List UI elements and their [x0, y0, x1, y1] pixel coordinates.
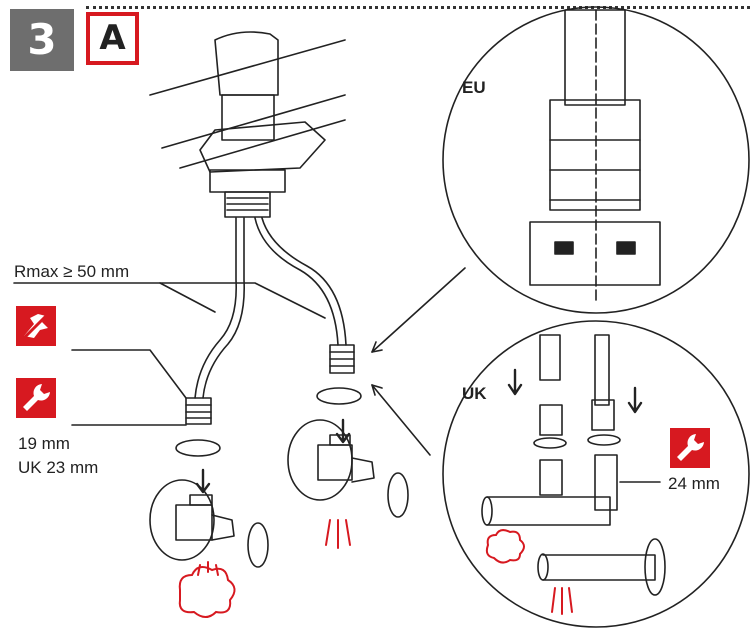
hose-left: [202, 217, 245, 399]
eu-seal: [554, 241, 574, 255]
countertop-line: [179, 119, 346, 169]
mounting-bracket: [199, 121, 326, 173]
callout-arrow: [371, 267, 466, 353]
hose-left: [194, 217, 237, 399]
down-arrow: [335, 418, 351, 444]
countertop-line: [161, 94, 346, 149]
detail-uk-label: UK: [462, 384, 487, 403]
leak-drips: [197, 561, 219, 576]
uk-down-arrow: [507, 368, 523, 396]
threaded-shank: [224, 191, 271, 218]
uk-hose-left: [539, 334, 561, 381]
header-dotted-rule: [86, 6, 750, 9]
wrench-icon-detail: [670, 428, 710, 468]
eu-hose: [564, 9, 626, 106]
uk-escutcheon: [644, 538, 666, 596]
leak-cloud-small: [485, 529, 525, 564]
valve-body-right: [317, 444, 353, 481]
valve-escutcheon-left: [149, 479, 215, 561]
wrench-icon: [16, 378, 56, 418]
leader-line: [71, 349, 187, 399]
leader-line: [13, 282, 326, 319]
variant-label: A: [86, 12, 139, 65]
detail-circle-uk: [442, 320, 750, 628]
rotation-arrow: [175, 439, 221, 457]
uk-down-arrow: [627, 386, 643, 414]
detail-circle-eu: [442, 6, 750, 314]
rotation-arrow: [587, 434, 621, 446]
uk-pipe-lower: [542, 554, 656, 581]
shank-thread: [226, 197, 269, 211]
countertop-line: [149, 39, 346, 96]
leak-cloud: [178, 565, 236, 618]
valve-outlet-right: [329, 434, 351, 446]
rotation-arrow: [387, 472, 409, 518]
valve-spindle-left: [211, 514, 235, 541]
hand-tighten-icon: [16, 306, 56, 346]
valve-outlet-left: [189, 494, 213, 506]
valve-escutcheon-right: [287, 419, 353, 501]
hose-right: [261, 217, 347, 346]
water-spray: [551, 587, 573, 615]
rotation-arrow: [533, 437, 567, 449]
mounting-nut: [209, 169, 286, 193]
callout-arrow: [371, 384, 431, 456]
wrench-size-label: 19 mm: [18, 434, 70, 453]
hose-length-label: Rmax ≥ 50 mm: [14, 262, 130, 281]
eu-nut: [529, 221, 661, 286]
faucet-body: [214, 31, 279, 96]
detail-eu-label: EU: [462, 78, 486, 97]
wrench-size-uk-label: UK 23 mm: [18, 458, 99, 477]
faucet-neck: [221, 94, 275, 141]
uk-pipe-upper: [486, 496, 611, 526]
hose-nut-left: [185, 397, 212, 425]
valve-spindle-right: [351, 457, 375, 483]
eu-seal: [616, 241, 636, 255]
uk-fitting: [539, 459, 563, 496]
leader-line: [159, 282, 216, 313]
step-number: 3: [10, 9, 74, 71]
uk-nut: [591, 399, 615, 431]
rotation-arrow: [247, 522, 269, 568]
rotation-arrow: [316, 387, 362, 405]
water-spray: [325, 519, 351, 549]
wrench-size-detail-label: 24 mm: [668, 474, 720, 493]
hose-right: [254, 217, 339, 346]
uk-hose-right: [594, 334, 610, 406]
uk-fitting: [594, 454, 618, 511]
eu-crimp-sleeve: [549, 99, 641, 211]
valve-body-left: [175, 504, 213, 541]
uk-fitting: [539, 404, 563, 436]
